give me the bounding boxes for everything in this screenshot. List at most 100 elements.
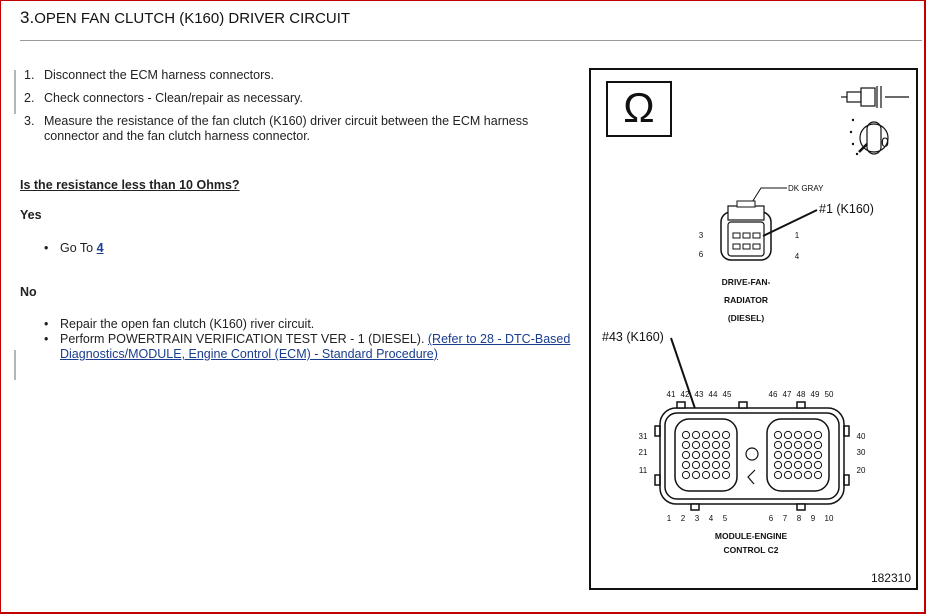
procedure-steps: 1.Disconnect the ECM harness connectors.… [24, 68, 584, 152]
svg-text:#43 (K160): #43 (K160) [602, 330, 664, 344]
connector-pin [793, 430, 803, 440]
svg-text:Ω: Ω [623, 84, 654, 131]
ohmmeter-symbol-icon: Ω [606, 81, 672, 137]
svg-text:30: 30 [857, 448, 866, 457]
connector-pin [803, 430, 813, 440]
test-question: Is the resistance less than 10 Ohms? [20, 178, 240, 192]
svg-text:44: 44 [709, 390, 718, 399]
list-item: Perform POWERTRAIN VERIFICATION TEST VER… [44, 332, 574, 362]
goto-step-link[interactable]: 4 [96, 241, 104, 255]
step-title: OPEN FAN CLUTCH (K160) DRIVER CIRCUIT [34, 10, 351, 27]
connector-pin [793, 460, 803, 470]
connector-diagram-svg: Ω 0 DK GRAY 3 6 1 [602, 81, 911, 585]
svg-text:6: 6 [699, 250, 704, 259]
wire-color-callout: DK GRAY [748, 184, 824, 208]
svg-text:7: 7 [783, 514, 788, 523]
step-number: 3. [20, 8, 35, 27]
connector-pin [691, 460, 701, 470]
connector-pin [793, 450, 803, 460]
svg-text:21: 21 [639, 448, 648, 457]
svg-text:5: 5 [723, 514, 728, 523]
svg-text:50: 50 [825, 390, 834, 399]
connector-pin [721, 460, 731, 470]
connector-pin [783, 430, 793, 440]
svg-text:3: 3 [699, 231, 704, 240]
list-item: Go To 4 [44, 241, 574, 256]
connector-pin [711, 450, 721, 460]
fan-clutch-connector: 3 6 1 4 [699, 200, 800, 261]
connector-pin [691, 470, 701, 480]
connector-pin [803, 470, 813, 480]
ecm-standard-procedure-link[interactable]: (Refer to 28 - DTC-Based Diagnostics/MOD… [60, 332, 571, 361]
test-probe-icon [841, 86, 909, 108]
connector-pin [783, 460, 793, 470]
connector-pin [773, 440, 783, 450]
svg-text:DK GRAY: DK GRAY [788, 184, 824, 193]
connector-pin [691, 450, 701, 460]
connector-pin [813, 450, 823, 460]
connector-pin [701, 470, 711, 480]
connector1-name-line3: (DIESEL) [728, 313, 765, 323]
connector-pin [803, 440, 813, 450]
svg-text:40: 40 [857, 432, 866, 441]
svg-text:10: 10 [825, 514, 834, 523]
connector-pin [681, 460, 691, 470]
connector-pin [773, 470, 783, 480]
wiring-diagram: Ω 0 DK GRAY 3 6 1 [589, 68, 918, 590]
connector-pin [711, 430, 721, 440]
c2-right-pin-grid [773, 430, 823, 480]
svg-text:9: 9 [811, 514, 816, 523]
connector-pin [803, 450, 813, 460]
connector-pin [773, 450, 783, 460]
connector1-name-line2: RADIATOR [724, 295, 768, 305]
svg-text:8: 8 [797, 514, 802, 523]
svg-text:11: 11 [639, 466, 648, 475]
figure-id: 182310 [871, 571, 911, 585]
c2-top-pin-labels: 41 42 43 44 45 46 47 48 49 50 [667, 390, 834, 399]
connector-pin [783, 470, 793, 480]
no-actions: Repair the open fan clutch (K160) river … [44, 317, 574, 362]
step-item: 1.Disconnect the ECM harness connectors. [24, 68, 274, 82]
svg-text:47: 47 [783, 390, 792, 399]
svg-text:31: 31 [639, 432, 648, 441]
c2-side-pin-labels: 31 21 11 40 30 20 [639, 432, 866, 475]
svg-text:2: 2 [681, 514, 686, 523]
svg-text:4: 4 [709, 514, 714, 523]
connector-pin [701, 430, 711, 440]
svg-text:#1 (K160): #1 (K160) [819, 202, 874, 216]
connector-pin [691, 440, 701, 450]
connector-pin [773, 430, 783, 440]
connector-pin [813, 460, 823, 470]
connector-pin [721, 450, 731, 460]
connector-pin [813, 440, 823, 450]
connector-pin [711, 460, 721, 470]
connector-pin [813, 470, 823, 480]
connector-pin [711, 440, 721, 450]
connector-pin [783, 450, 793, 460]
connector-pin [793, 440, 803, 450]
svg-text:41: 41 [667, 390, 676, 399]
connector-pin [701, 450, 711, 460]
svg-text:42: 42 [681, 390, 690, 399]
svg-text:4: 4 [795, 252, 800, 261]
connector-pin [813, 430, 823, 440]
page-title: 3.OPEN FAN CLUTCH (K160) DRIVER CIRCUIT [20, 8, 350, 28]
connector-pin [681, 470, 691, 480]
connector-pin [681, 440, 691, 450]
yes-label: Yes [20, 208, 42, 222]
svg-text:20: 20 [857, 466, 866, 475]
svg-text:0: 0 [881, 134, 889, 150]
connector-pin [721, 440, 731, 450]
connector-pin [681, 430, 691, 440]
connector-pin [721, 470, 731, 480]
c2-left-pin-grid [681, 430, 731, 480]
connector-pin [803, 460, 813, 470]
c2-bottom-pin-labels: 1 2 3 4 5 6 7 8 9 10 [667, 514, 834, 523]
svg-text:6: 6 [769, 514, 774, 523]
svg-text:43: 43 [695, 390, 704, 399]
svg-text:1: 1 [667, 514, 672, 523]
scroll-marker-top [14, 70, 16, 114]
yes-actions: Go To 4 [44, 241, 574, 256]
svg-text:49: 49 [811, 390, 820, 399]
